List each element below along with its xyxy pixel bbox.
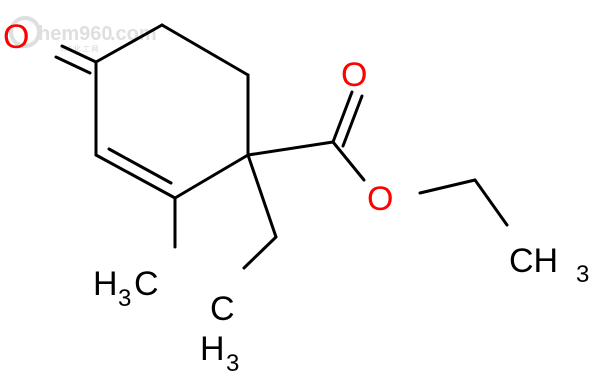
methyl-ring-c: C bbox=[134, 265, 159, 303]
ester-oxygen-label: O bbox=[367, 180, 393, 218]
bond-c1-ethyl bbox=[246, 153, 278, 239]
bond-c5-c6 bbox=[160, 23, 250, 77]
bond-ch2-ch3 bbox=[473, 178, 509, 227]
ethyl-terminal-ch: CH bbox=[509, 242, 558, 280]
watermark-c-icon bbox=[9, 16, 41, 48]
ketone-oxygen-label: O bbox=[3, 18, 29, 56]
bond-ethyl-ch2-ch3 bbox=[242, 235, 278, 270]
bond-c1-c2 bbox=[173, 153, 250, 200]
bond-ketone-1 bbox=[60, 44, 98, 64]
watermark-brand-suffix: .com bbox=[110, 23, 157, 45]
methyl-ring-h: H bbox=[93, 265, 118, 303]
carbonyl-oxygen-label: O bbox=[341, 56, 367, 94]
bond-carbonyl-o-1 bbox=[331, 90, 354, 144]
bond-carbonyl-ester-o bbox=[331, 140, 366, 182]
methyl-ring-sub: 3 bbox=[118, 285, 131, 312]
bond-ketone-2 bbox=[54, 55, 92, 75]
bond-c4-c5 bbox=[94, 23, 164, 64]
bond-ester-o-ch2 bbox=[418, 178, 477, 195]
watermark-brand: hem960 bbox=[38, 23, 113, 45]
watermark-tagline: 960 化 工 网 bbox=[60, 44, 99, 53]
ethyl-terminal-sub: 3 bbox=[576, 261, 589, 288]
ethyl-quat-sub: 3 bbox=[226, 350, 239, 375]
ethyl-quat-c: C bbox=[210, 290, 235, 328]
bond-carbonyl-o-2 bbox=[341, 94, 364, 148]
bond-c2-c3-double bbox=[107, 147, 173, 185]
ethyl-quat-h: H bbox=[200, 330, 225, 368]
bond-c2-c3 bbox=[94, 153, 177, 200]
bond-c1-carbonyl bbox=[246, 140, 335, 157]
watermark-logo: hem960 .com 960 化 工 网 bbox=[9, 16, 157, 53]
